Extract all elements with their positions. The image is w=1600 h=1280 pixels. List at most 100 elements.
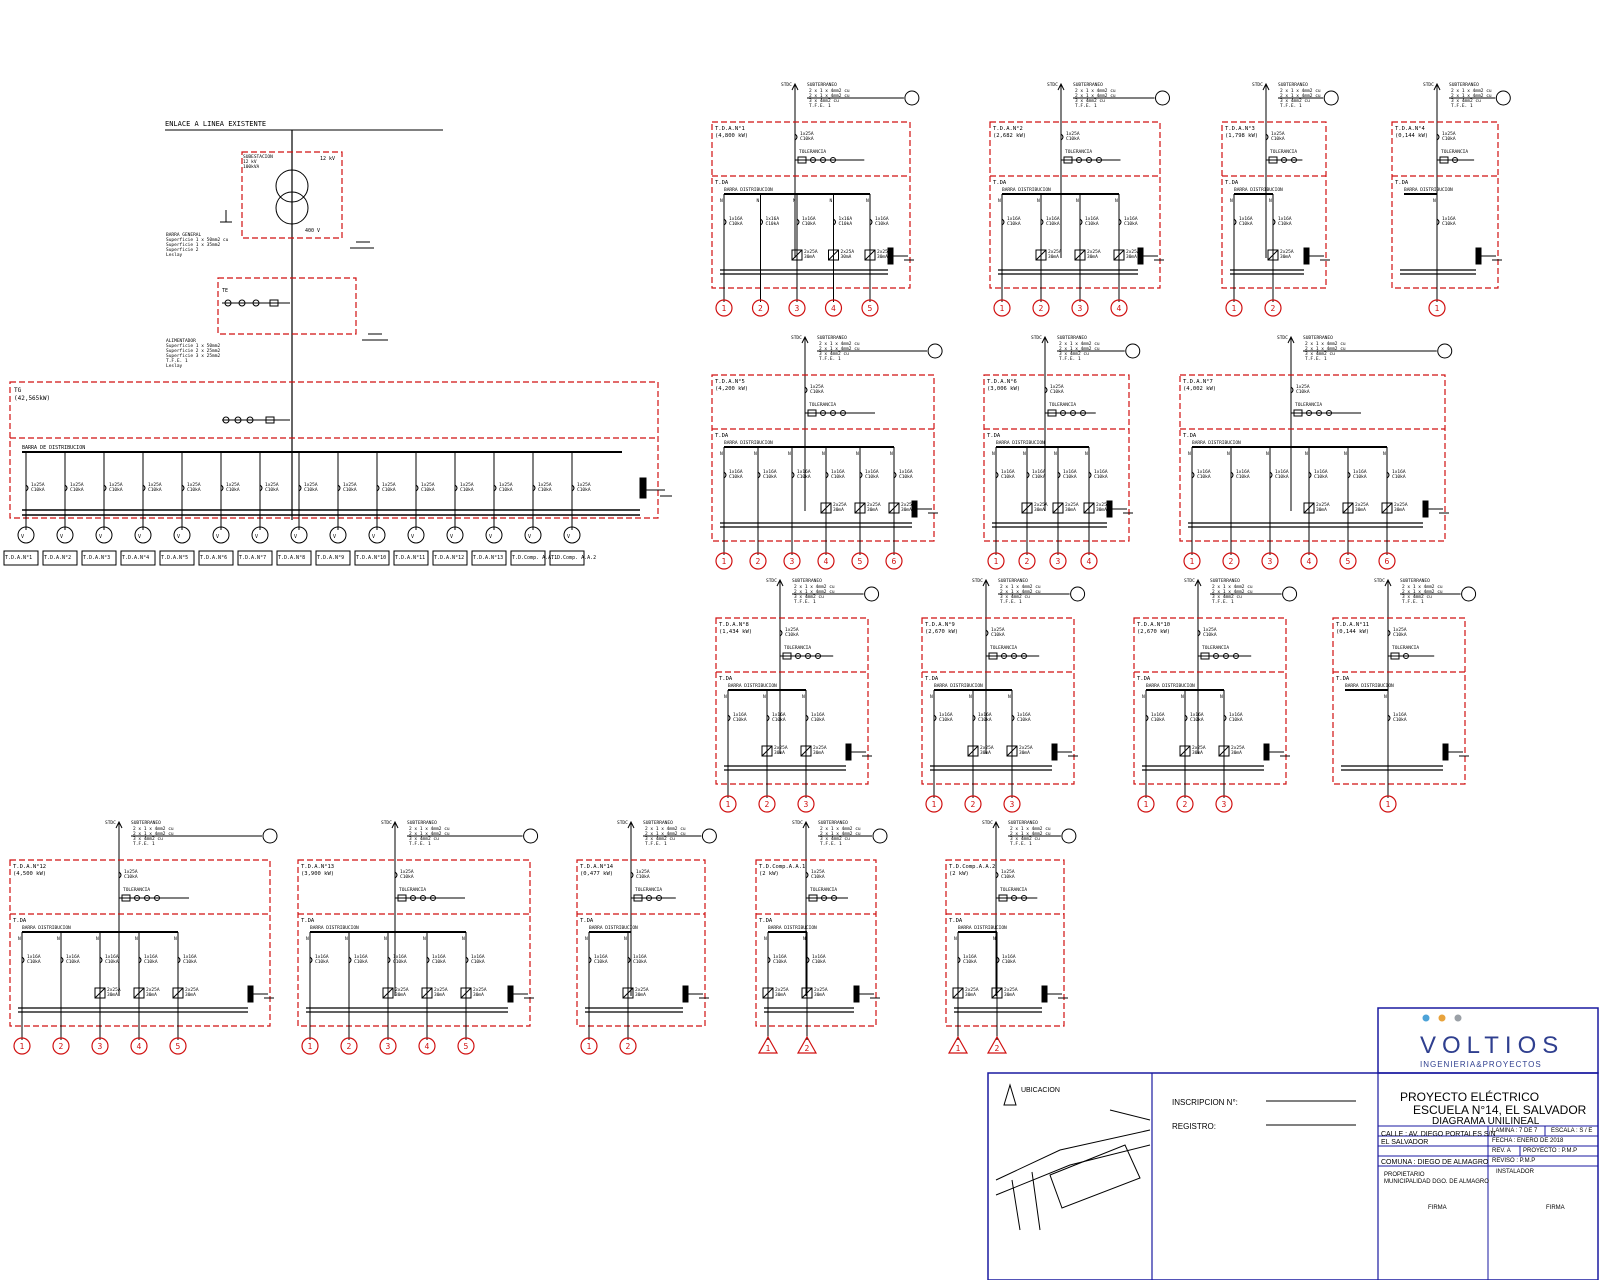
board-bar-label: BARRA DISTRIBUCION (310, 925, 359, 931)
board-circuit-breaker (791, 471, 795, 479)
board-12-circuit-2-marker (52, 1037, 70, 1055)
board-main-breaker-text: C10kA (124, 874, 138, 880)
board-ct-1 (820, 157, 826, 163)
board-cable-spec: T.F.E. 1 (1402, 599, 1424, 605)
board-circuit-breaker (825, 471, 829, 479)
board-4-power: (0,144 kW) (1395, 133, 1428, 139)
board-circuit-number: 2 (59, 1042, 64, 1051)
board-rcd-text: 30mA (1126, 254, 1137, 260)
board-1-circuit-4-marker (824, 299, 843, 317)
board-12-power: (4,500 kW) (13, 871, 46, 877)
board-stdc-label: STDC (105, 820, 116, 826)
board-rcd-text: 2x25A (965, 987, 979, 993)
board-rcd-slash (1342, 502, 1354, 514)
board-meter-label: TOLERANCIA (123, 887, 150, 893)
board-circuit-number: 3 (795, 304, 800, 313)
board-circuit-neutral-label: N (1085, 451, 1088, 457)
board-main-breaker (1290, 386, 1294, 394)
board-circuit-breaker-text: C10kA (1046, 221, 1060, 227)
owner-label: PROPIETARIO (1384, 1172, 1425, 1178)
board-circuit-breaker-text: C10kA (865, 474, 879, 480)
board-rcd-slash (1303, 502, 1315, 514)
board-rcd (967, 745, 979, 757)
board-rcd-text: 2x25A (1034, 502, 1048, 508)
general-board-power: (42,565kW) (14, 395, 50, 402)
board-circuit-breaker (1088, 471, 1092, 479)
board-circuit-breaker-text: C10kA (1032, 474, 1046, 480)
gb-ct-1 (234, 416, 242, 424)
board-circuit-breaker (1118, 218, 1122, 226)
board-cable-spec: 2 x 1 x 4mm2 cu (1451, 88, 1492, 94)
board-rcd-text: 30mA (1394, 507, 1405, 513)
board-rcd-text: 2x25A (1316, 502, 1330, 508)
board-cable-spec: 2 x 1 x 4mm2 cu (1305, 346, 1346, 352)
board-circuit-neutral-label: N (763, 694, 766, 700)
board-rcd-slash (460, 987, 472, 999)
board-circuit-breaker-text: C10kA (978, 717, 992, 723)
board-circuit-breaker-text: C10kA (831, 474, 845, 480)
board-cable-spec: 2 x 1 x 4mm2 cu (1402, 584, 1443, 590)
board-circuit-breaker-text: C10kA (1239, 221, 1253, 227)
board-5-power: (4,200 kW) (715, 386, 748, 392)
board-circuit-breaker-text: C10kA (1275, 474, 1289, 480)
board-stdc-label: STDC (792, 820, 803, 826)
board-main-breaker-text: 1x25A (400, 869, 414, 875)
board-circuit-neutral-label: N (969, 694, 972, 700)
board-6-enclosure (983, 374, 1130, 542)
board-rcd-text: 2x25A (901, 502, 915, 508)
board-circuit-breaker-text: 1x16A (899, 469, 913, 475)
feeder-breaker-text: C10kA (148, 487, 162, 493)
board-7-enclosure (1179, 374, 1446, 542)
board-circuit-breaker (426, 956, 430, 964)
feeder-breaker-7 (259, 484, 263, 492)
board-5-arrow (801, 335, 809, 344)
board-circuit-breaker-text: C10kA (1353, 474, 1367, 480)
board-13-circuit-2-marker (340, 1037, 358, 1055)
board-circuit-breaker-text: 1x16A (875, 216, 889, 222)
board-7-circuit-1-marker (1183, 552, 1201, 570)
board-13-name: T.D.A.N°13 (301, 864, 334, 870)
board-circuit-neutral-label: N (822, 451, 825, 457)
board-circuit-number: 1 (1190, 557, 1195, 566)
board-circuit-number: 2 (805, 1044, 810, 1053)
board-circuit-breaker (1191, 471, 1195, 479)
feeder-circle-text: V (411, 534, 414, 540)
distribution-bar-label: BARRA DE DISTRIBUCION (22, 445, 85, 451)
feeder-breaker-text: C10kA (499, 487, 513, 493)
feeder-circle-text: V (21, 534, 24, 540)
board-circuit-number: 1 (1386, 800, 1391, 809)
gb-fuse (265, 416, 275, 424)
board-rcd-text: 2x25A (1394, 502, 1408, 508)
board-circuit-number: 2 (1025, 557, 1030, 566)
feeder-breaker-10 (376, 484, 380, 492)
board-cable-spec: 2 x 1 x 4mm2 cu (1010, 831, 1051, 837)
board-rcd-slash (1006, 745, 1018, 757)
board-9-enclosure (921, 617, 1075, 785)
board-11-enclosure (1332, 617, 1466, 785)
board-3-enclosure (1221, 121, 1327, 289)
board-8-power: (1,434 kW) (719, 629, 752, 635)
board-circuit-breaker (1387, 714, 1391, 722)
board-main-breaker-text: 1x25A (991, 627, 1005, 633)
board-circuit-breaker-text: 1x16A (1046, 216, 1060, 222)
board-rcd-slash (820, 502, 832, 514)
board-circuit-breaker-text: C10kA (1063, 474, 1077, 480)
board-circuit-neutral-label: N (788, 451, 791, 457)
board-cable-spec: 2 x 1 x 4mm2 cu (645, 831, 686, 837)
feeder-breaker-text: 1x25A (265, 482, 279, 488)
board-circuit-number: 2 (995, 1044, 1000, 1053)
board-meter-fuse (397, 894, 407, 902)
board-main-breaker-text: C10kA (1393, 632, 1407, 638)
feeder-circle-text: V (450, 534, 453, 540)
board-circuit-breaker (1026, 471, 1030, 479)
board-10-power: (2,670 kW) (1137, 629, 1170, 635)
feeder-breaker-text: C10kA (304, 487, 318, 493)
board-ct-2 (1080, 410, 1086, 416)
board-3-power: (1,798 kW) (1225, 133, 1258, 139)
board-circuit-breaker (767, 956, 771, 964)
board-12-arrow (115, 820, 123, 829)
board-circuit-number: 1 (1232, 304, 1237, 313)
board-meter-label: TOLERANCIA (1295, 402, 1322, 408)
board-circuit-breaker-text: C10kA (733, 717, 747, 723)
